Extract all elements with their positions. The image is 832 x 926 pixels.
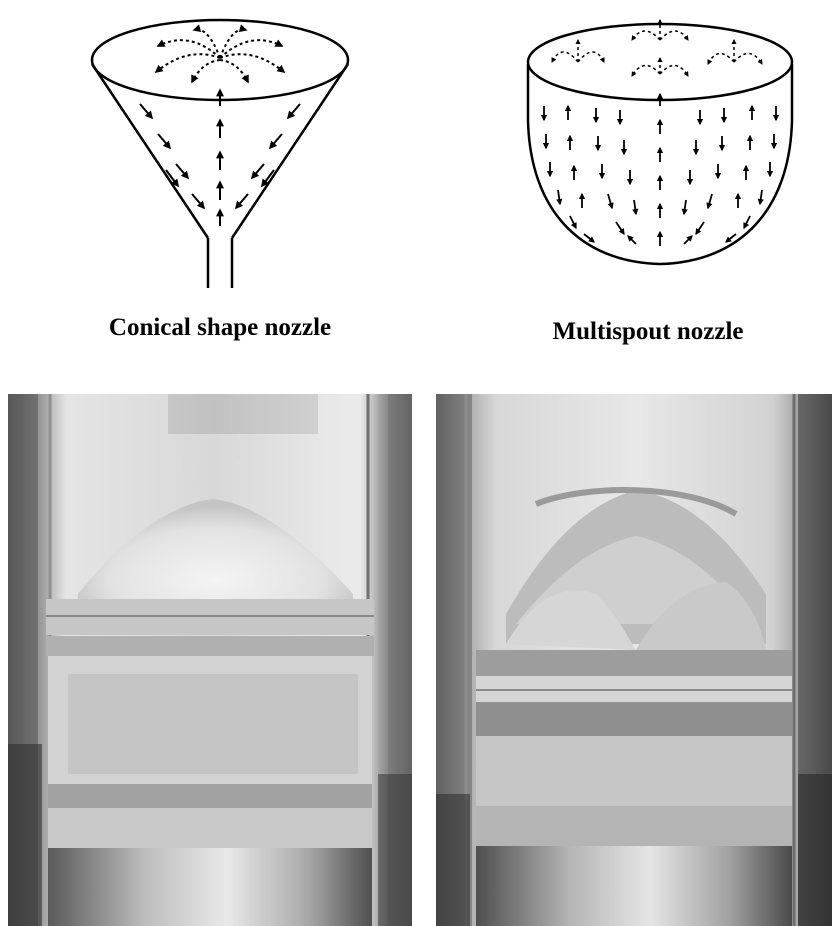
multispout-nozzle-diagram bbox=[520, 10, 800, 270]
conical-funnel-icon bbox=[80, 10, 360, 290]
conical-nozzle-bed-photo bbox=[8, 394, 412, 926]
conical-nozzle-caption: Conical shape nozzle bbox=[40, 314, 400, 342]
conical-nozzle-diagram bbox=[80, 10, 360, 290]
multispout-nozzle-bed-photo bbox=[436, 394, 832, 926]
multispout-bowl-icon bbox=[520, 10, 800, 270]
multispout-nozzle-caption: Multispout nozzle bbox=[478, 318, 818, 346]
